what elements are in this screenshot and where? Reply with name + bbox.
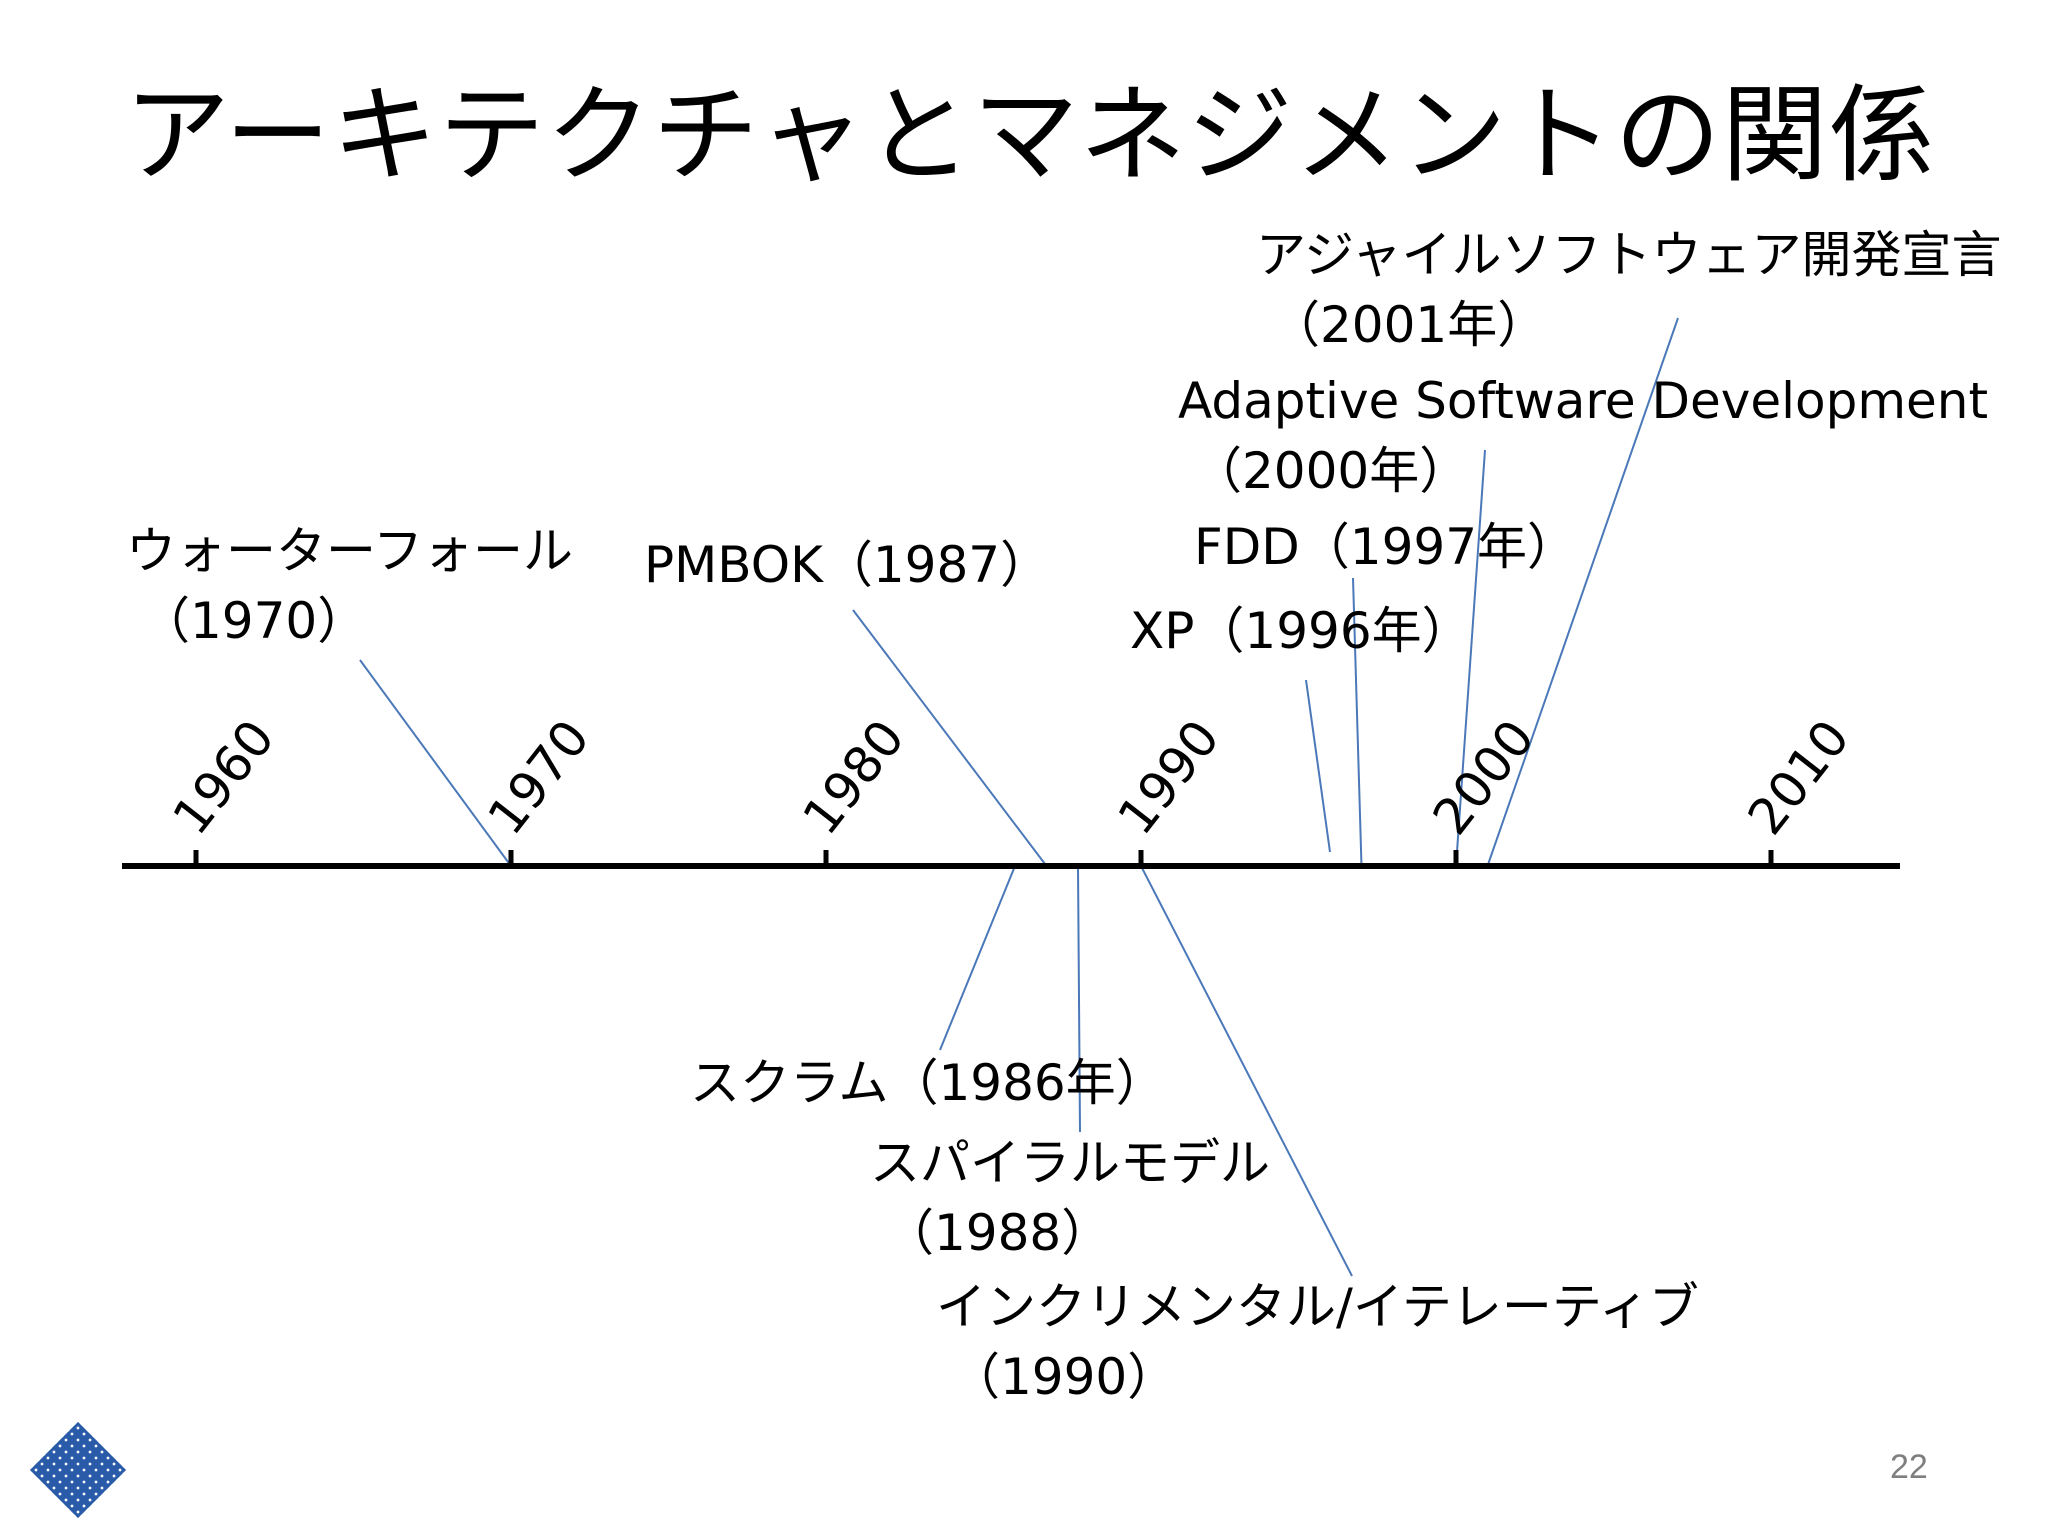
logo-stripe [123,1422,126,1473]
leader-xp [1305,679,1331,853]
event-label-incremental-name: インクリメンタル/イテレーティブ [936,1278,1699,1336]
leader-asd [1455,449,1486,867]
logo-stripe [99,1422,126,1473]
slide-title: アーキテクチャとマネジメントの関係 [124,74,1936,197]
event-label-waterfall-name: ウォーターフォール [126,522,573,580]
event-label-asd-year: （2000年） [1192,442,1470,500]
event-label-fdd: FDD（1997年） [1194,512,1577,582]
logo-stripe [30,1467,33,1518]
event-label-asd: Adaptive Software Development （2000年） [1178,366,1988,506]
company-logo-icon [30,1422,126,1518]
tick-label-1970: 1970 [477,709,601,845]
leader-scrum [939,865,1016,1051]
event-label-waterfall-year: （1970） [140,592,368,650]
logo-stripe [61,1422,117,1473]
event-label-incremental-year: （1990） [950,1348,1178,1406]
tick-label-1980: 1980 [792,709,916,845]
leader-agile-manifesto [1486,317,1679,867]
leader-incremental [1140,865,1353,1277]
leader-fdd [1352,577,1363,867]
event-label-spiral-year: （1988） [884,1204,1112,1262]
tick-label-2000: 2000 [1422,709,1546,845]
logo-stripe [123,1467,126,1518]
logo-stripe [61,1467,117,1518]
event-label-agile-manifesto-name: アジャイルソフトウェア開発宣言 [1256,226,2002,284]
event-label-agile-manifesto-year: （2001年） [1270,296,1548,354]
event-label-pmbok: PMBOK（1987） [644,530,1050,600]
event-label-waterfall: ウォーターフォール （1970） [126,516,573,656]
event-label-fdd-name: FDD（1997年） [1194,518,1578,576]
tick-label-1960: 1960 [162,709,286,845]
event-label-scrum-name: スクラム（1986年） [690,1054,1166,1112]
page-number: 22 [1890,1448,1928,1486]
logo-stripe [30,1422,33,1473]
event-label-incremental: インクリメンタル/イテレーティブ （1990） [936,1272,1699,1412]
event-label-agile-manifesto: アジャイルソフトウェア開発宣言 （2001年） [1256,220,2002,360]
tick-label-1990: 1990 [1107,709,1231,845]
logo-stripe [99,1467,126,1518]
logo-stripe [30,1422,57,1473]
event-label-spiral-name: スパイラルモデル [870,1134,1270,1192]
leader-spiral [1077,865,1081,1133]
event-label-xp-name: XP（1996年） [1130,602,1472,660]
event-label-scrum: スクラム（1986年） [690,1048,1166,1118]
leader-lines [359,317,1679,1277]
logo-stripe [30,1467,57,1518]
leader-pmbok [852,609,1048,867]
event-label-spiral: スパイラルモデル （1988） [870,1128,1270,1268]
event-label-xp: XP（1996年） [1130,596,1472,666]
leader-waterfall [359,659,512,867]
tick-label-2010: 2010 [1737,709,1861,845]
event-label-pmbok-name: PMBOK（1987） [644,536,1051,594]
timeline-ticks: 1960 1970 1980 1990 2000 2010 [162,709,1861,866]
event-label-asd-name: Adaptive Software Development [1178,372,1989,430]
